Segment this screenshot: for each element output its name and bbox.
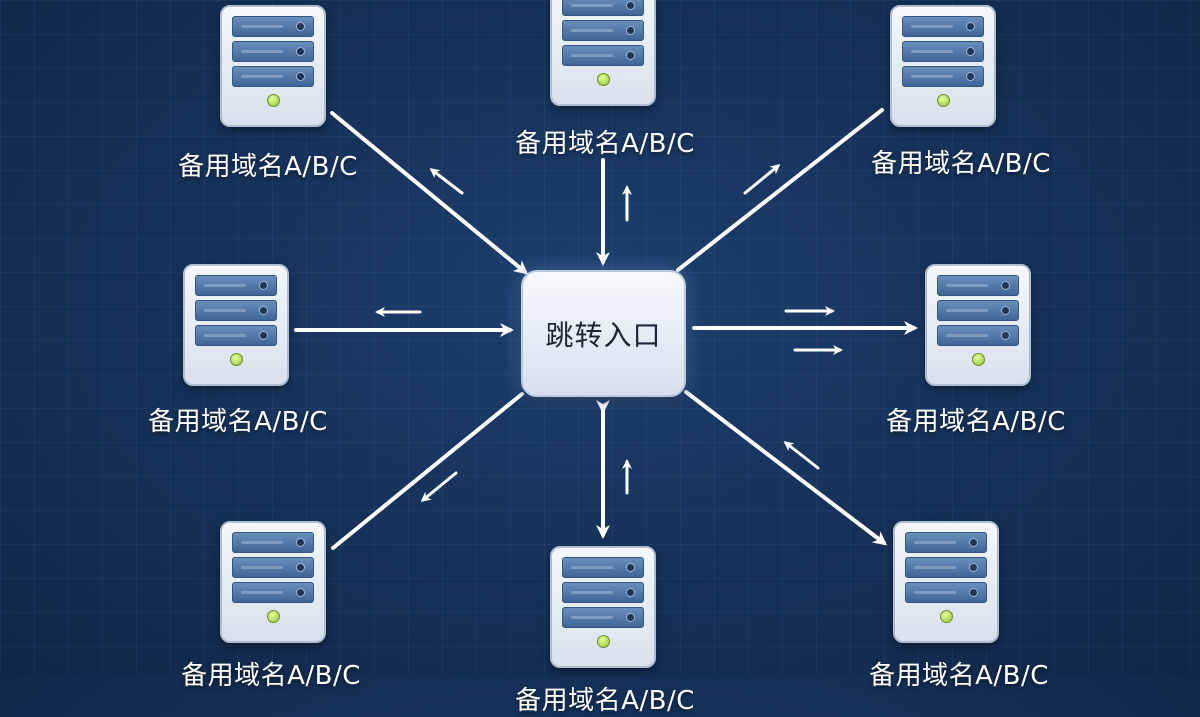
- drive-bay: [562, 20, 644, 41]
- drive-bay: [902, 16, 984, 37]
- aux-arrow-1: [429, 168, 464, 195]
- drive-bay: [232, 16, 314, 37]
- connection-arrows: [330, 108, 918, 550]
- server-label-bottom-left: 备用域名A/B/C: [181, 661, 361, 691]
- status-led-icon: [597, 73, 610, 86]
- drive-bay: [902, 41, 984, 62]
- drive-bay: [937, 300, 1019, 321]
- link-top-right: [676, 108, 884, 272]
- server-middle-right: [925, 264, 1031, 386]
- drive-bay: [232, 532, 314, 553]
- link-bottom-right: [684, 390, 888, 546]
- server-label-top-right: 备用域名A/B/C: [871, 149, 1051, 179]
- status-led-icon: [267, 610, 280, 623]
- aux-arrow-7: [420, 471, 458, 502]
- drive-bay: [562, 607, 644, 628]
- server-middle-left: [183, 264, 289, 386]
- server-bottom-left: [220, 521, 326, 643]
- server-top-left: [220, 5, 326, 127]
- aux-arrow-3: [743, 164, 781, 195]
- link-top-left: [330, 111, 529, 275]
- drive-bay: [195, 300, 277, 321]
- drive-bay: [195, 275, 277, 296]
- redirect-entry-hub: 跳转入口: [521, 270, 686, 397]
- server-label-bottom-center: 备用域名A/B/C: [515, 686, 695, 716]
- status-led-icon: [230, 353, 243, 366]
- server-bottom-right: [893, 521, 999, 643]
- hub-label: 跳转入口: [545, 318, 662, 352]
- status-led-icon: [972, 353, 985, 366]
- drive-bay: [232, 41, 314, 62]
- server-label-top-center: 备用域名A/B/C: [515, 129, 695, 159]
- server-label-bottom-right: 备用域名A/B/C: [869, 661, 1049, 691]
- drive-bay: [937, 275, 1019, 296]
- server-label-middle-right: 备用域名A/B/C: [886, 407, 1066, 437]
- drive-bay: [562, 45, 644, 66]
- server-bottom-center: [550, 546, 656, 668]
- drive-bay: [562, 582, 644, 603]
- link-bottom-left: [331, 392, 524, 550]
- drive-bay: [195, 325, 277, 346]
- drive-bay: [562, 0, 644, 16]
- drive-bay: [905, 557, 987, 578]
- drive-bay: [905, 582, 987, 603]
- server-top-right: [890, 5, 996, 127]
- server-label-middle-left: 备用域名A/B/C: [148, 407, 328, 437]
- status-led-icon: [597, 635, 610, 648]
- drive-bay: [937, 325, 1019, 346]
- status-led-icon: [937, 94, 950, 107]
- aux-arrow-9: [783, 441, 820, 470]
- drive-bay: [232, 582, 314, 603]
- drive-bay: [905, 532, 987, 553]
- server-label-top-left: 备用域名A/B/C: [178, 152, 358, 182]
- drive-bay: [902, 66, 984, 87]
- drive-bay: [562, 557, 644, 578]
- drive-bay: [232, 66, 314, 87]
- status-led-icon: [267, 94, 280, 107]
- status-led-icon: [940, 610, 953, 623]
- drive-bay: [232, 557, 314, 578]
- server-top-center: [550, 0, 656, 106]
